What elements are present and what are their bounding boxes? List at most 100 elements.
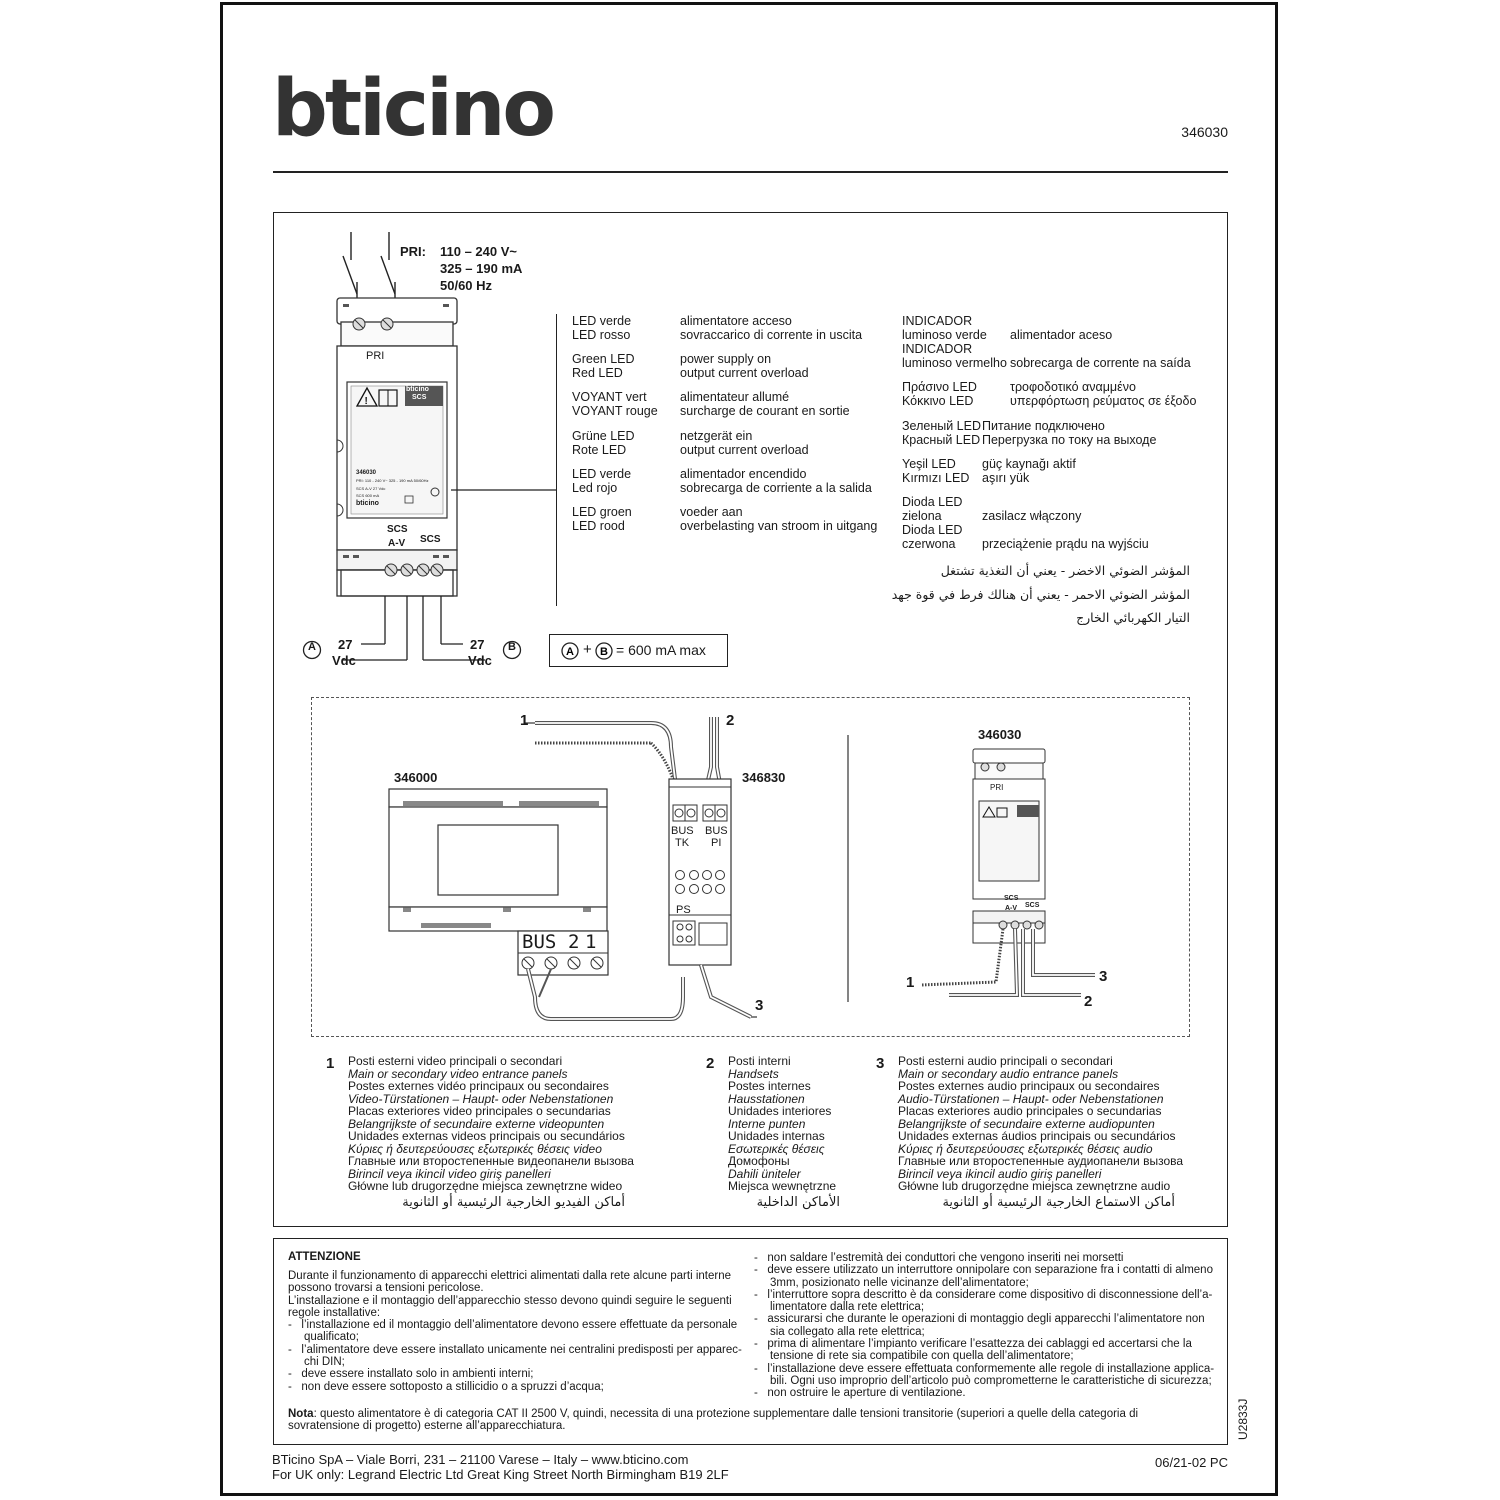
- primary-voltage: 110 – 240 V~: [440, 244, 517, 259]
- warning-line: limentatore dalla rete elettrica;: [754, 1301, 925, 1314]
- led-value: netzgerät ein: [680, 429, 753, 443]
- led-value: aşırı yük: [982, 471, 1030, 485]
- right-cable-3-label: 3: [1099, 968, 1108, 985]
- terminal-1-label: 1: [585, 931, 597, 953]
- cable-1-label: 1: [520, 712, 529, 729]
- legend-line: Belangrijkste of secundaire externe vide…: [348, 1116, 605, 1131]
- footer-address: BTicino SpA – Viale Borri, 231 – 21100 V…: [272, 1452, 729, 1482]
- legend-3-number: 3: [876, 1055, 885, 1072]
- warning-line: - non saldare l’estremità dei conduttori…: [754, 1252, 1124, 1264]
- led-label: Red LED: [572, 366, 623, 380]
- device-scs-badge: SCS: [412, 394, 427, 401]
- device-brand-small: bticino: [406, 386, 429, 393]
- legend-line: Main or secondary video entrance panels: [348, 1066, 568, 1081]
- warning-panel: [273, 1238, 1228, 1445]
- primary-frequency: 50/60 Hz: [440, 278, 493, 293]
- warning-line: - l’installazione ed il montaggio dell’a…: [288, 1319, 738, 1332]
- warning-line: possono trovarsi a tensioni pericolose.: [288, 1282, 484, 1295]
- bus-tk-label-1: BUS: [671, 825, 694, 837]
- output-b-letter: B: [508, 641, 516, 653]
- primary-current: 325 – 190 mA: [440, 261, 523, 276]
- warning-line: chi DIN;: [288, 1356, 345, 1369]
- note-line-1: : questo alimentatore è di categoria CAT…: [313, 1408, 1139, 1420]
- note-label: Nota: [288, 1408, 314, 1420]
- svg-text:!: !: [365, 396, 368, 407]
- led-value: power supply on: [680, 352, 772, 366]
- output-b-volts: 27: [470, 637, 485, 652]
- led-label: Πράσινο LED: [902, 380, 977, 394]
- warning-line: sia collegato alla rete elettrica;: [754, 1325, 925, 1338]
- legend-line: Postes internes: [728, 1079, 811, 1093]
- led-label: LED rosso: [572, 328, 631, 342]
- svg-text:B: B: [600, 646, 608, 658]
- max-current-text: = 600 mA max: [616, 642, 706, 658]
- led-label: LED verde: [572, 467, 632, 481]
- warning-line: - deve essere utilizzato un interruttore…: [754, 1264, 1213, 1277]
- legend-line: Belangrijkste of secundaire externe audi…: [898, 1116, 1155, 1131]
- warning-line: qualificato;: [288, 1331, 359, 1344]
- legend-line: Unidades internas: [728, 1129, 825, 1143]
- warning-title: ATTENZIONE: [288, 1251, 361, 1263]
- led-arabic-red-cont: التيار الكهربائي الخارج: [1076, 610, 1190, 625]
- led-label: Красный LED: [902, 433, 981, 447]
- max-current-box: A + B = 600 mA max: [549, 634, 728, 667]
- led-label: LED verde: [572, 314, 632, 328]
- warning-left-column: Durante il funzionamento di apparecchi e…: [288, 1270, 742, 1393]
- legend-1: Posti esterni video principali o seconda…: [348, 1055, 634, 1193]
- document-code: U2833J: [1236, 1398, 1250, 1440]
- led-label: zielona: [902, 509, 942, 523]
- led-value: güç kaynağı aktif: [982, 457, 1076, 471]
- legend-line: Εσωτερικές θέσεις: [728, 1141, 825, 1156]
- legend-line: Unidades externas videos principais ou s…: [348, 1129, 625, 1143]
- legend-line: Unidades externas áudios principais ou s…: [898, 1129, 1176, 1143]
- diagram-panel: [273, 212, 1228, 1227]
- led-label: czerwona: [902, 537, 956, 551]
- svg-text:A: A: [566, 646, 574, 658]
- note-line-2: sovratensione di progetto) esterne all’a…: [288, 1420, 566, 1433]
- device-scs-av-label-1: SCS: [387, 524, 408, 535]
- bus-pi-label-2: PI: [711, 837, 722, 849]
- legend-2: Posti interni Handsets Postes internes H…: [728, 1055, 836, 1193]
- legend-line: Postes externes audio principaux ou seco…: [898, 1079, 1160, 1093]
- warning-line: - l’installazione deve essere effettuata…: [754, 1362, 1215, 1375]
- led-label: LED rood: [572, 519, 625, 533]
- led-value: zasilacz włączony: [982, 509, 1082, 523]
- plus-sign: +: [583, 641, 592, 658]
- legend-2-arabic: الأماكن الداخلية: [756, 1195, 840, 1210]
- interface-code: 346830: [742, 770, 786, 785]
- terminal-2-label: 2: [568, 931, 580, 953]
- legend-line: Posti esterni audio principali o seconda…: [898, 1054, 1113, 1068]
- led-value: sobrecarga de corrente na saída: [1010, 356, 1191, 370]
- legend-line: Posti interni: [728, 1054, 791, 1068]
- power-supply-diagram: !: [302, 232, 557, 661]
- legend-line: Główne lub drugorzędne miejsca zewnętrzn…: [348, 1179, 623, 1193]
- led-value: Питание подключено: [982, 419, 1105, 433]
- legend-line: Video-Türstationen – Haupt- oder Nebenst…: [348, 1091, 614, 1106]
- legend-1-number: 1: [326, 1055, 335, 1072]
- warning-line: 3mm, posizionato nelle vicinanze dell’al…: [754, 1276, 1029, 1289]
- warning-line: - non ostruire le aperture di ventilazio…: [754, 1387, 966, 1400]
- led-label: Grüne LED: [572, 429, 635, 443]
- right-cable-2-label: 2: [1084, 993, 1093, 1010]
- led-value: surcharge de courant en sortie: [680, 404, 850, 418]
- led-value: τροφοδοτικό αναμμένο: [1010, 380, 1136, 394]
- led-value: υπερφόρτωση ρεύματος σε έξοδο: [1010, 394, 1197, 408]
- output-a-unit: Vdc: [332, 653, 356, 668]
- output-a-volts: 27: [338, 637, 353, 652]
- psu-scs-av-label-1: SCS: [1004, 895, 1019, 902]
- led-label: LED groen: [572, 505, 632, 519]
- legend-line: Домофоны: [728, 1154, 790, 1168]
- primary-label: PRI:: [400, 244, 426, 259]
- warning-line: - assicurarsi che durante le operazioni …: [754, 1313, 1205, 1326]
- device-plate-line3: SCS 600 mA: [356, 493, 380, 498]
- wiring-diagram: [388, 717, 1095, 1021]
- led-value: sobrecarga de corriente a la salida: [680, 481, 872, 495]
- legend-line: Placas exteriores video principales o se…: [348, 1104, 611, 1118]
- warning-line: L’installazione e il montaggio dell’appa…: [288, 1294, 732, 1307]
- led-value: output current overload: [680, 443, 809, 457]
- device-pri-label: PRI: [366, 350, 385, 362]
- led-value: alimentador aceso: [1010, 328, 1113, 342]
- cable-3-label: 3: [755, 997, 764, 1014]
- warning-line: - prima di alimentare l’impianto verific…: [754, 1338, 1192, 1351]
- legend-3-arabic: أماكن الاستماع الخارجية الرئيسية أو الثا…: [942, 1195, 1175, 1210]
